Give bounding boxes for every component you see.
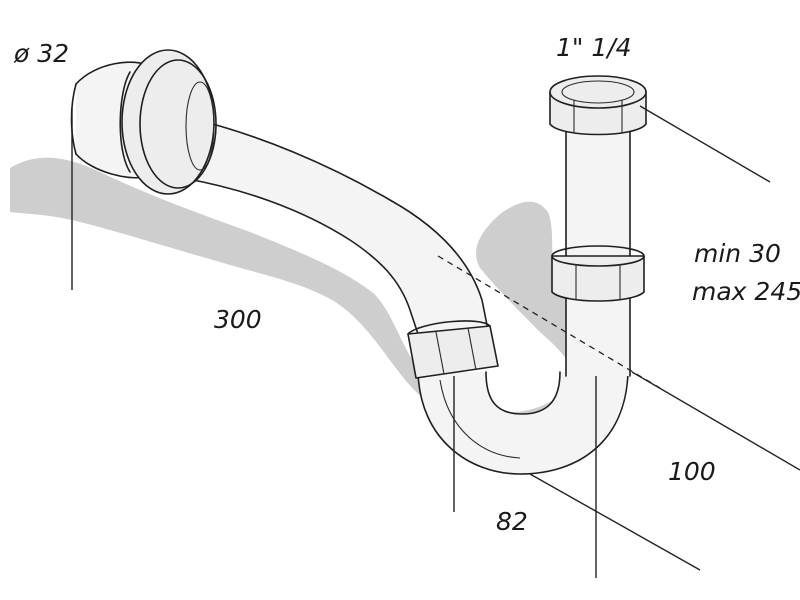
leader-depth bbox=[529, 473, 701, 571]
wall-shadow bbox=[10, 157, 600, 429]
leader-height bbox=[631, 371, 800, 471]
label-height-min: min 30 bbox=[694, 239, 781, 268]
label-offset: 82 bbox=[496, 507, 528, 536]
label-height-max: max 245 bbox=[692, 277, 800, 306]
label-depth: 100 bbox=[668, 457, 716, 486]
left-union-nut bbox=[407, 320, 499, 379]
top-thread-nut bbox=[549, 75, 647, 136]
horizontal-arm bbox=[181, 117, 489, 341]
leader-thread bbox=[639, 105, 771, 183]
u-bend bbox=[417, 371, 629, 475]
label-length: 300 bbox=[214, 305, 262, 334]
label-thread: 1" 1/4 bbox=[556, 33, 632, 62]
label-diameter: ø 32 bbox=[13, 39, 69, 68]
slip-nut bbox=[551, 245, 645, 302]
wall-flange bbox=[119, 49, 217, 195]
vertical-inlet bbox=[565, 127, 631, 377]
